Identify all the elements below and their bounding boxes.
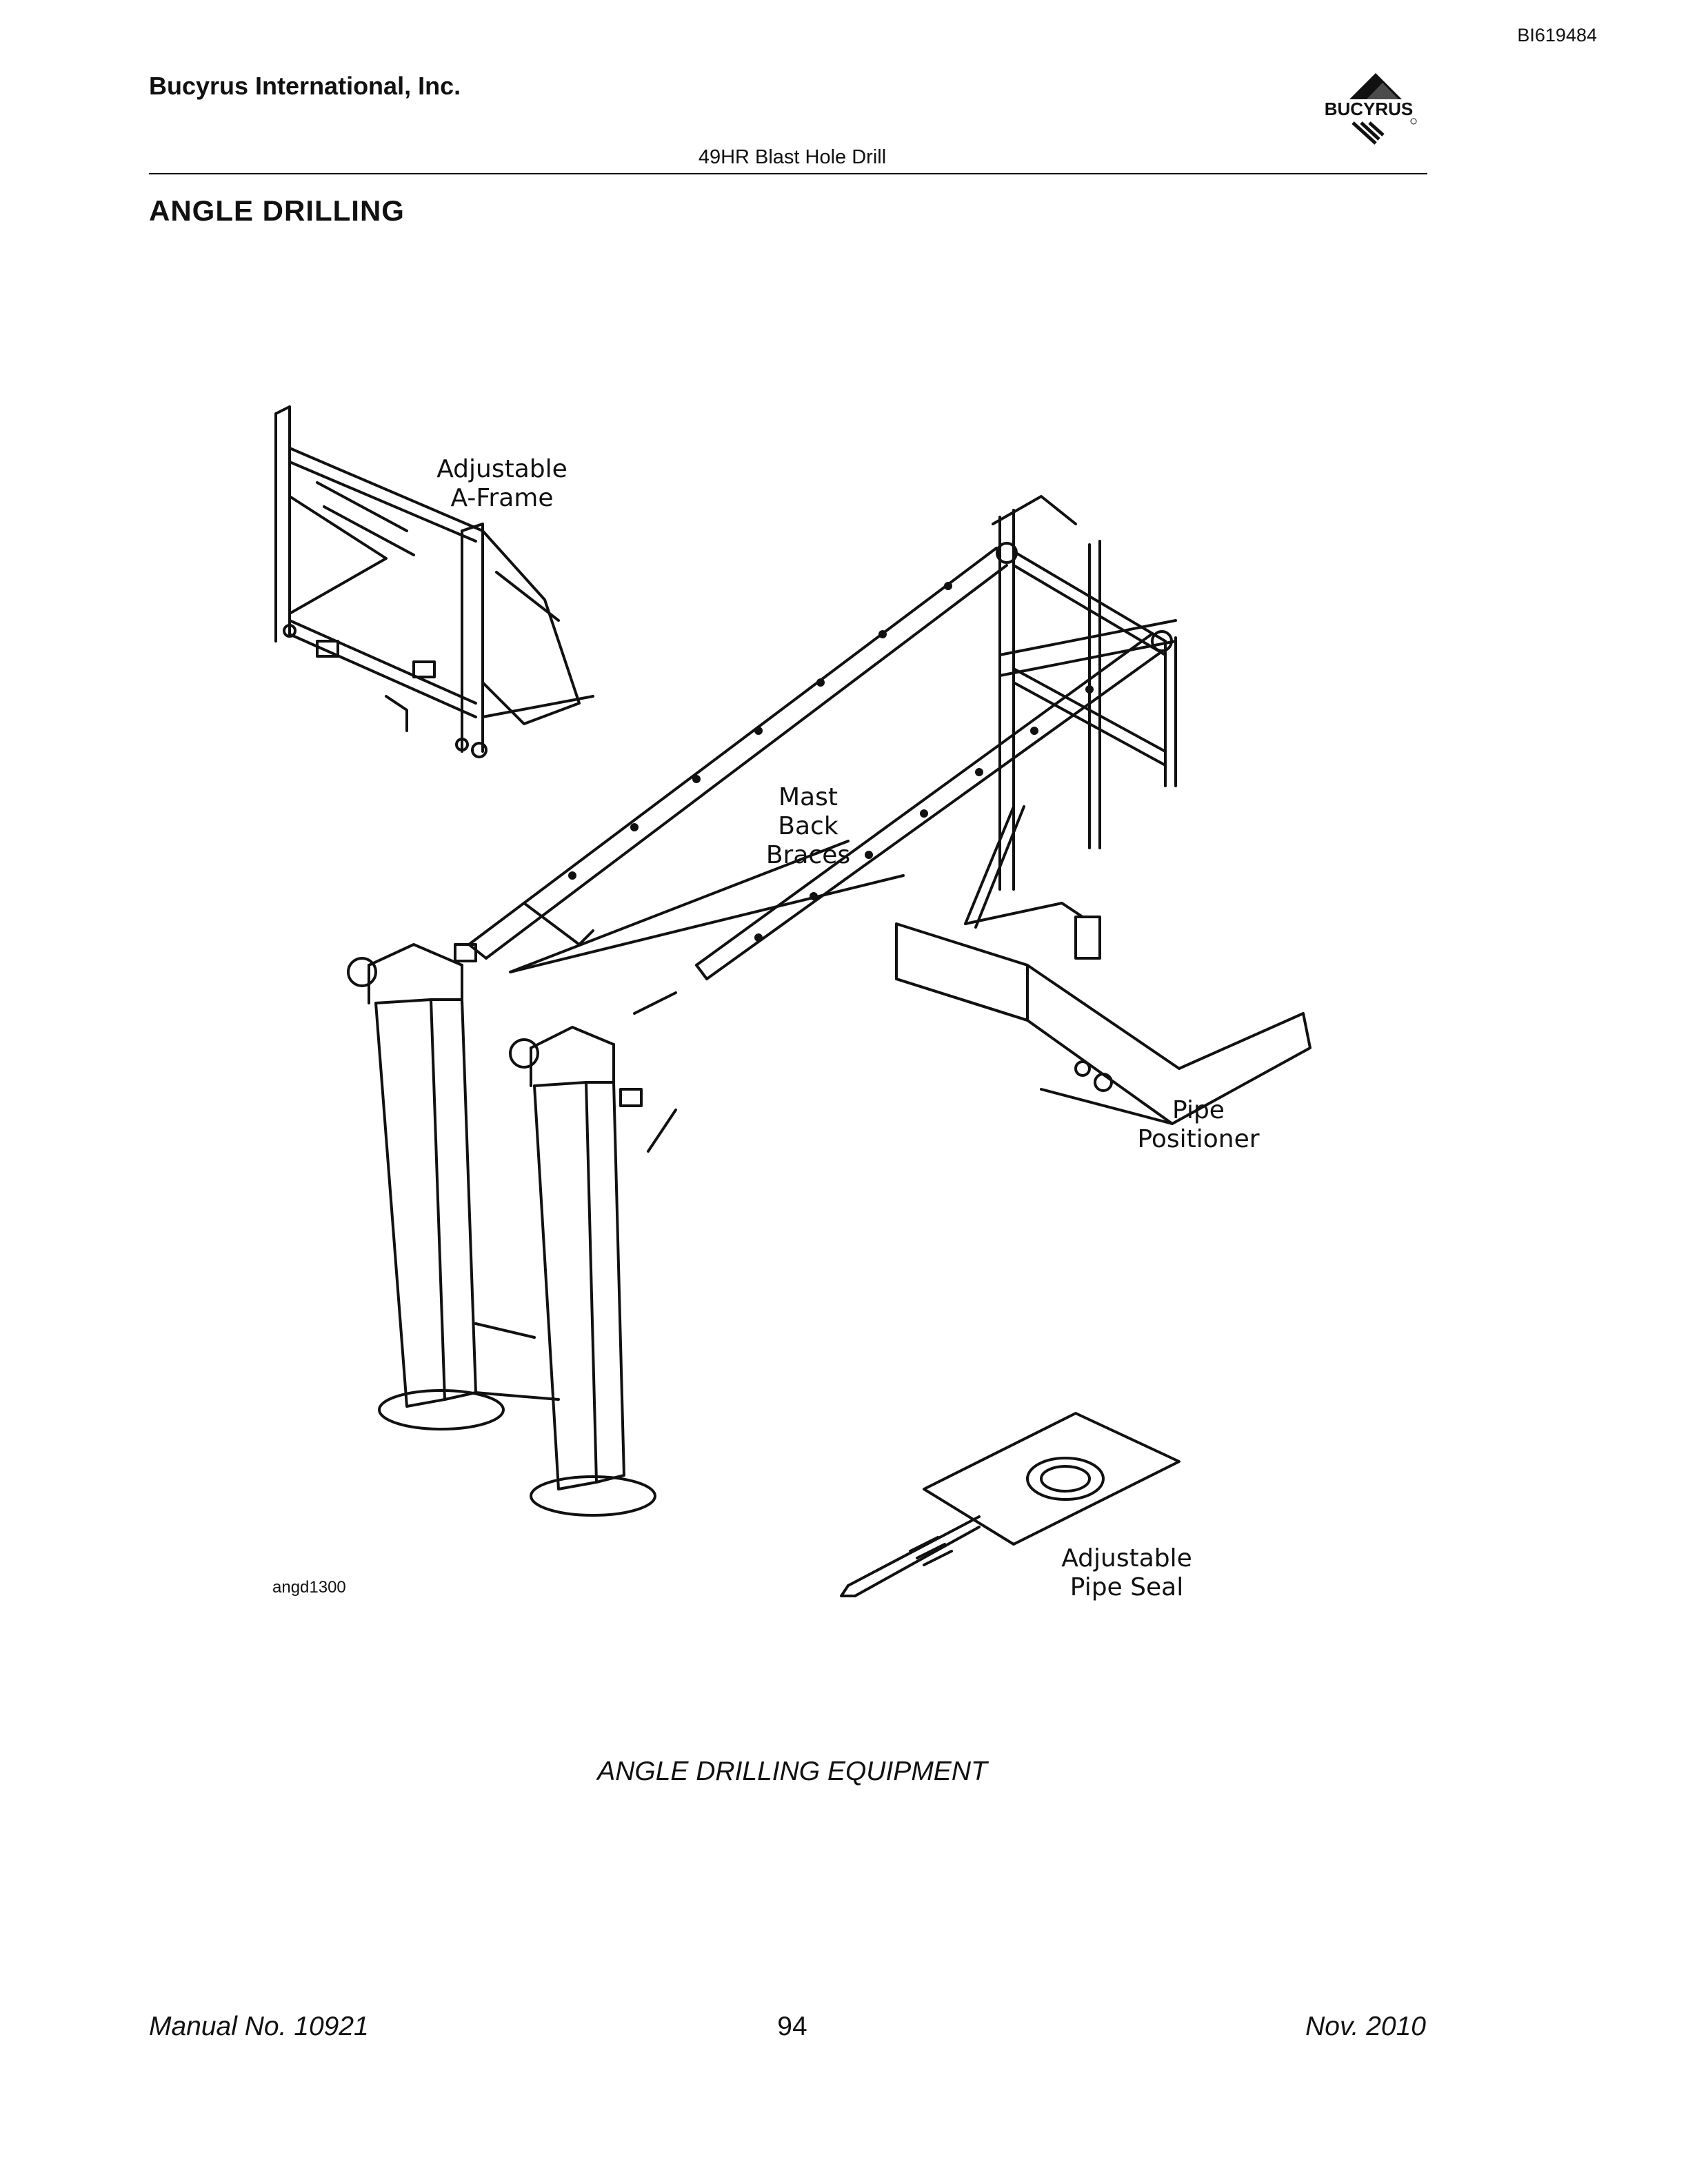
document-subtitle: 49HR Blast Hole Drill — [698, 146, 887, 168]
pedestals-drawing — [347, 943, 656, 1517]
label-a-frame-line1: Adjustable — [436, 455, 567, 483]
figure-caption: ANGLE DRILLING EQUIPMENT — [597, 1757, 987, 1786]
header-divider — [149, 173, 1427, 174]
bucyrus-logo: BUCYRUS — [1310, 73, 1427, 145]
footer-manual-number: Manual No. 10921 — [149, 2012, 369, 2041]
a-frame-drawing — [274, 405, 594, 758]
brace-rivets — [568, 582, 1094, 942]
angle-drilling-illustration: Adjustable A-Frame Mast Back Braces Pipe… — [272, 405, 1312, 1601]
section-title: ANGLE DRILLING — [149, 194, 405, 227]
figure-id: angd1300 — [272, 1578, 346, 1597]
pipe-seal-drawing — [840, 1412, 1180, 1597]
label-back-braces-line3: Braces — [766, 841, 850, 869]
label-back-braces-line2: Back — [778, 812, 838, 840]
label-pipe-positioner-line1: Pipe — [1172, 1096, 1225, 1124]
company-name: Bucyrus International, Inc. — [149, 72, 461, 100]
pipe-positioner-drawing — [895, 805, 1312, 1125]
label-pipe-seal-line1: Adjustable — [1061, 1544, 1192, 1573]
label-pipe-positioner-line2: Positioner — [1137, 1125, 1259, 1153]
label-back-braces-line1: Mast — [778, 783, 838, 811]
label-pipe-seal-line2: Pipe Seal — [1070, 1573, 1183, 1601]
label-a-frame-line2: A-Frame — [451, 484, 554, 512]
footer-date: Nov. 2010 — [1305, 2012, 1426, 2041]
mast-drawing — [992, 495, 1177, 891]
footer-page-number: 94 — [777, 2012, 807, 2041]
back-braces-drawing — [454, 547, 1163, 1153]
logo-text: BUCYRUS — [1325, 99, 1414, 119]
document-id: BI619484 — [1517, 25, 1597, 46]
